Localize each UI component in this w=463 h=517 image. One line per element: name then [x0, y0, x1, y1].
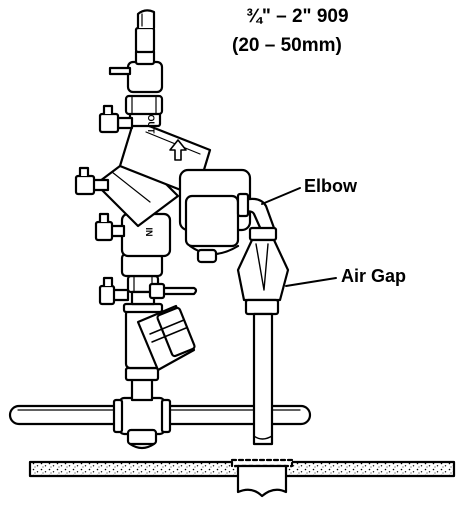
air-gap-label: Air Gap — [341, 266, 407, 286]
test-cock-3 — [74, 166, 110, 196]
elbow-leader-line — [261, 187, 301, 205]
flow-arrow-icon — [169, 139, 187, 161]
outlet-shutoff-valve — [108, 48, 164, 94]
test-cock-2 — [94, 212, 126, 242]
air-gap-funnel — [236, 226, 290, 316]
model-size-label: ¾" – 2" 909 — [246, 6, 349, 27]
inlet-marking: IN — [144, 228, 154, 237]
tee-fitting — [112, 396, 172, 450]
floor-drain — [230, 458, 294, 498]
test-cock-1 — [98, 276, 130, 306]
drain-pipe — [252, 312, 274, 446]
inlet-riser — [124, 366, 160, 402]
outlet-nipple — [134, 9, 156, 54]
main-valve-body — [94, 118, 252, 264]
air-gap-leader-line — [285, 277, 337, 287]
metric-size-label: (20 – 50mm) — [232, 35, 342, 56]
outlet-marking: OUT — [146, 115, 156, 135]
test-cock-4 — [98, 104, 134, 134]
wye-strainer — [122, 302, 196, 372]
elbow-label: Elbow — [304, 176, 357, 196]
